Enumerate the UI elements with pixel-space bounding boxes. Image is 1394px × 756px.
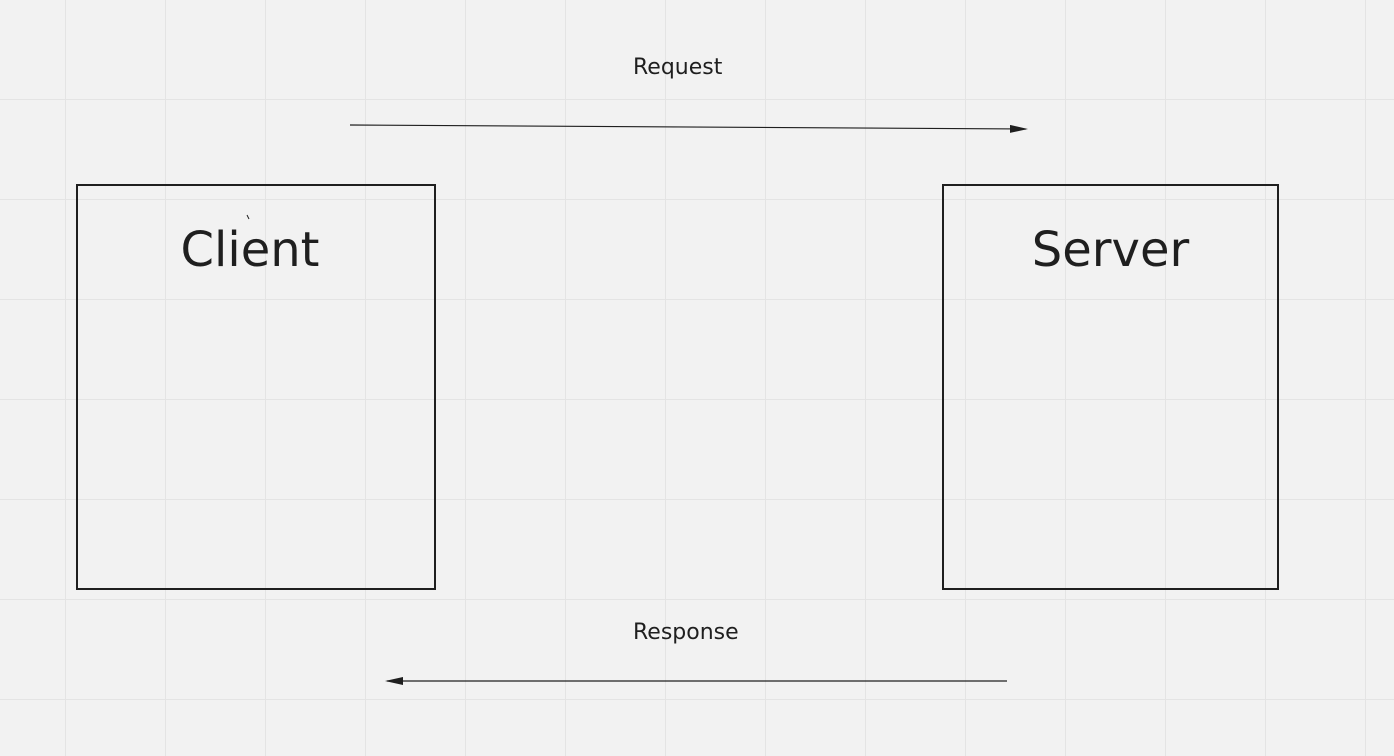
response-label[interactable]: Response: [633, 620, 739, 645]
server-box[interactable]: Server: [942, 184, 1279, 590]
request-label[interactable]: Request: [633, 55, 723, 80]
client-box[interactable]: Client: [76, 184, 436, 590]
client-label: Client: [180, 222, 320, 278]
server-label: Server: [1031, 222, 1190, 278]
request-arrow[interactable]: [349, 124, 1028, 133]
